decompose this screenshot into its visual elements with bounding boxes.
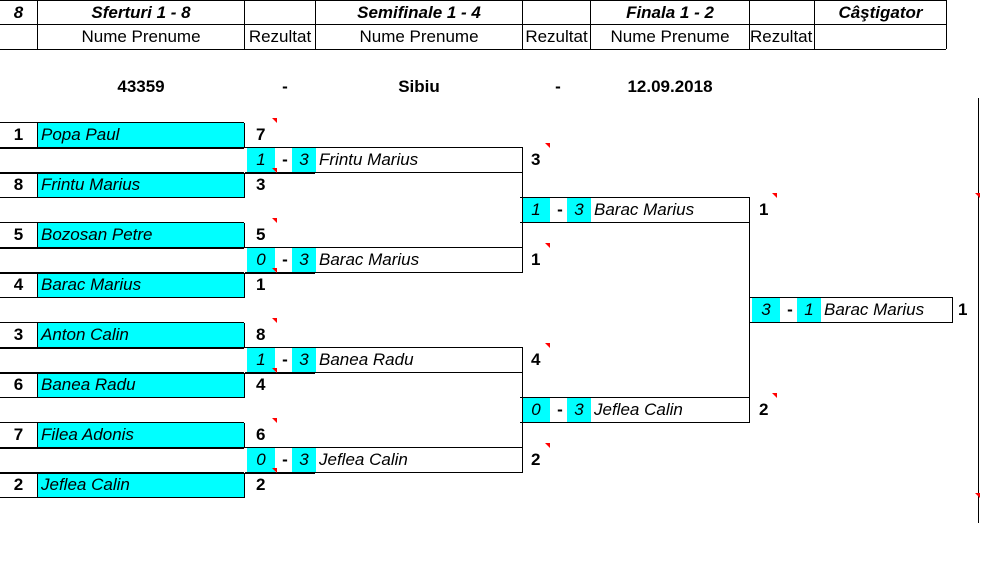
comment-marker[interactable] — [545, 443, 550, 448]
comment-marker[interactable] — [272, 468, 277, 473]
seed-number: 2 — [13, 475, 24, 494]
comment-marker[interactable] — [975, 493, 980, 498]
col-result-quarters: Rezultat — [248, 27, 312, 46]
quarterfinal-player[interactable]: Barac Marius — [38, 273, 244, 297]
set-score-a[interactable]: 0 — [522, 398, 550, 422]
semifinal-score[interactable]: 4 — [531, 350, 541, 369]
set-score-b[interactable]: 3 — [292, 248, 316, 272]
comment-marker[interactable] — [272, 368, 277, 373]
score-separator: - — [787, 300, 793, 319]
semifinal-score[interactable]: 2 — [531, 450, 541, 469]
score-separator: - — [282, 350, 288, 369]
comment-marker[interactable] — [772, 393, 777, 398]
set-score-a[interactable]: 1 — [247, 348, 275, 372]
quarterfinal-score[interactable]: 2 — [256, 475, 266, 494]
set-score-b[interactable]: 3 — [292, 348, 316, 372]
score-separator: - — [557, 400, 563, 419]
set-score-a[interactable]: 1 — [522, 198, 550, 222]
set-score-b[interactable]: 3 — [567, 398, 591, 422]
set-score-b[interactable]: 3 — [292, 448, 316, 472]
set-score-a[interactable]: 3 — [752, 298, 780, 322]
semifinal-player[interactable]: Jeflea Calin — [319, 450, 408, 469]
set-score-a[interactable]: 1 — [247, 148, 275, 172]
set-score-b[interactable]: 1 — [797, 298, 821, 322]
seed-number: 8 — [13, 175, 24, 194]
header-quarterfinals: Sferturi 1 - 8 — [91, 2, 191, 22]
quarterfinal-player[interactable]: Filea Adonis — [38, 423, 244, 447]
col-name-final: Nume Prenume — [610, 27, 730, 46]
tournament-date: 12.09.2018 — [627, 77, 713, 96]
final-player[interactable]: Jeflea Calin — [594, 400, 683, 419]
final-score[interactable]: 1 — [759, 200, 769, 219]
comment-marker[interactable] — [272, 218, 277, 223]
seed-number: 7 — [13, 425, 24, 444]
score-separator: - — [282, 150, 288, 169]
semifinal-player[interactable]: Banea Radu — [319, 350, 414, 369]
quarterfinal-score[interactable]: 8 — [256, 325, 266, 344]
semifinal-score[interactable]: 3 — [531, 150, 541, 169]
champion-score[interactable]: 1 — [958, 300, 968, 319]
final-player[interactable]: Barac Marius — [594, 200, 695, 219]
header-semifinals: Semifinale 1 - 4 — [357, 2, 481, 22]
quarterfinal-score[interactable]: 3 — [256, 175, 266, 194]
tournament-code: 43359 — [117, 77, 165, 96]
comment-marker[interactable] — [545, 343, 550, 348]
header-final: Finala 1 - 2 — [626, 2, 714, 22]
quarterfinal-score[interactable]: 6 — [256, 425, 266, 444]
comment-marker[interactable] — [272, 268, 277, 273]
quarterfinal-player[interactable]: Popa Paul — [38, 123, 244, 147]
seed-number: 4 — [13, 275, 24, 294]
seed-number: 5 — [13, 225, 24, 244]
set-score-a[interactable]: 0 — [247, 248, 275, 272]
tournament-city: Sibiu — [398, 77, 440, 96]
header-winner: Câştigator — [838, 2, 923, 22]
quarterfinal-score[interactable]: 4 — [256, 375, 266, 394]
set-score-b[interactable]: 3 — [292, 148, 316, 172]
seed-number: 6 — [13, 375, 24, 394]
quarterfinal-player[interactable]: Banea Radu — [38, 373, 244, 397]
quarterfinal-score[interactable]: 7 — [256, 125, 266, 144]
info-separator-1: - — [282, 77, 288, 96]
comment-marker[interactable] — [772, 193, 777, 198]
set-score-a[interactable]: 0 — [247, 448, 275, 472]
col-result-final: Rezultat — [750, 27, 813, 46]
semifinal-player[interactable]: Barac Marius — [319, 250, 420, 269]
comment-marker[interactable] — [975, 193, 980, 198]
quarterfinal-player[interactable]: Anton Calin — [38, 323, 244, 347]
quarterfinal-player[interactable]: Frintu Marius — [38, 173, 244, 197]
final-score[interactable]: 2 — [759, 400, 769, 419]
info-separator-2: - — [555, 77, 561, 96]
score-separator: - — [282, 250, 288, 269]
comment-marker[interactable] — [272, 318, 277, 323]
col-name-semis: Nume Prenume — [359, 27, 479, 46]
score-separator: - — [282, 450, 288, 469]
quarterfinal-player[interactable]: Bozosan Petre — [38, 223, 244, 247]
semifinal-score[interactable]: 1 — [531, 250, 541, 269]
seed-number: 3 — [13, 325, 24, 344]
champion-player[interactable]: Barac Marius — [824, 300, 925, 319]
quarterfinal-score[interactable]: 5 — [256, 225, 266, 244]
semifinal-player[interactable]: Frintu Marius — [319, 150, 419, 169]
score-separator: - — [557, 200, 563, 219]
quarterfinal-player[interactable]: Jeflea Calin — [38, 473, 244, 497]
seed-number: 1 — [13, 125, 24, 144]
set-score-b[interactable]: 3 — [567, 198, 591, 222]
comment-marker[interactable] — [545, 243, 550, 248]
col-name-quarters: Nume Prenume — [81, 27, 201, 46]
comment-marker[interactable] — [272, 118, 277, 123]
header-draw-size: 8 — [13, 2, 24, 22]
quarterfinal-score[interactable]: 1 — [256, 275, 266, 294]
comment-marker[interactable] — [272, 418, 277, 423]
comment-marker[interactable] — [545, 143, 550, 148]
col-result-semis: Rezultat — [525, 27, 588, 46]
comment-marker[interactable] — [272, 168, 277, 173]
